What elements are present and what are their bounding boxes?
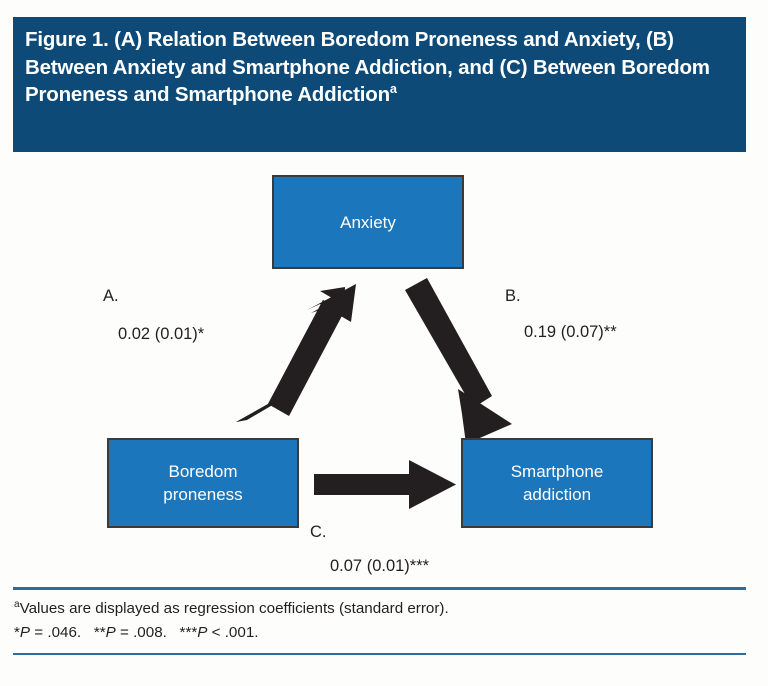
figure-title-banner: Figure 1. (A) Relation Between Boredom P… — [13, 17, 746, 152]
sig-3-rest: < .001. — [207, 623, 259, 641]
arrow-path-b — [405, 278, 512, 444]
footnote-rule-bottom — [13, 652, 746, 655]
node-boredom-proneness-label: Boredom proneness — [163, 462, 243, 504]
footnote-text: aValues are displayed as regression coef… — [13, 590, 746, 653]
sig-3-p: P — [197, 623, 208, 641]
footnote-marker: a — [14, 598, 20, 610]
arrow-path-a — [236, 284, 356, 422]
figure-title-footnote-marker: a — [389, 81, 397, 97]
node-anxiety-label: Anxiety — [340, 212, 396, 232]
sig-3-stars: *** — [179, 623, 198, 641]
sig-1-p: P — [19, 623, 31, 641]
path-c-coefficient: 0.07 (0.01)*** — [330, 557, 430, 575]
sig-2-rest: = .008. — [115, 623, 180, 641]
path-a-letter: A. — [103, 287, 119, 305]
node-boredom-proneness[interactable]: Boredom proneness — [107, 438, 299, 528]
arrow-path-c — [314, 460, 456, 509]
footnote-line-1-text: Values are displayed as regression coeff… — [19, 599, 449, 617]
footnote-line-2: *P = .046. **P = .008. ***P < .001. — [14, 621, 746, 645]
sig-2-stars: ** — [93, 623, 106, 641]
path-diagram: Anxiety Boredom proneness Smartphone add… — [0, 152, 768, 589]
path-c-letter: C. — [310, 523, 327, 541]
node-anxiety[interactable]: Anxiety — [272, 175, 464, 269]
sig-2-p: P — [105, 623, 116, 641]
path-a-coefficient: 0.02 (0.01)* — [118, 325, 205, 343]
sig-1-stars: * — [14, 623, 20, 641]
path-b-coefficient: 0.19 (0.07)** — [524, 323, 617, 341]
footnote-line-1: aValues are displayed as regression coef… — [14, 597, 746, 621]
footnote-rule-top — [13, 587, 746, 590]
path-b-letter: B. — [505, 287, 521, 305]
node-smartphone-addiction-label: Smartphone addiction — [510, 462, 604, 504]
figure-title-text: Figure 1. (A) Relation Between Boredom P… — [25, 28, 716, 106]
page-title: Figure 1. (A) Relation Between Boredom P… — [25, 26, 728, 109]
node-smartphone-addiction[interactable]: Smartphone addiction — [461, 438, 653, 528]
sig-1-rest: = .046. — [30, 623, 94, 641]
footnote-block: aValues are displayed as regression coef… — [13, 587, 746, 655]
